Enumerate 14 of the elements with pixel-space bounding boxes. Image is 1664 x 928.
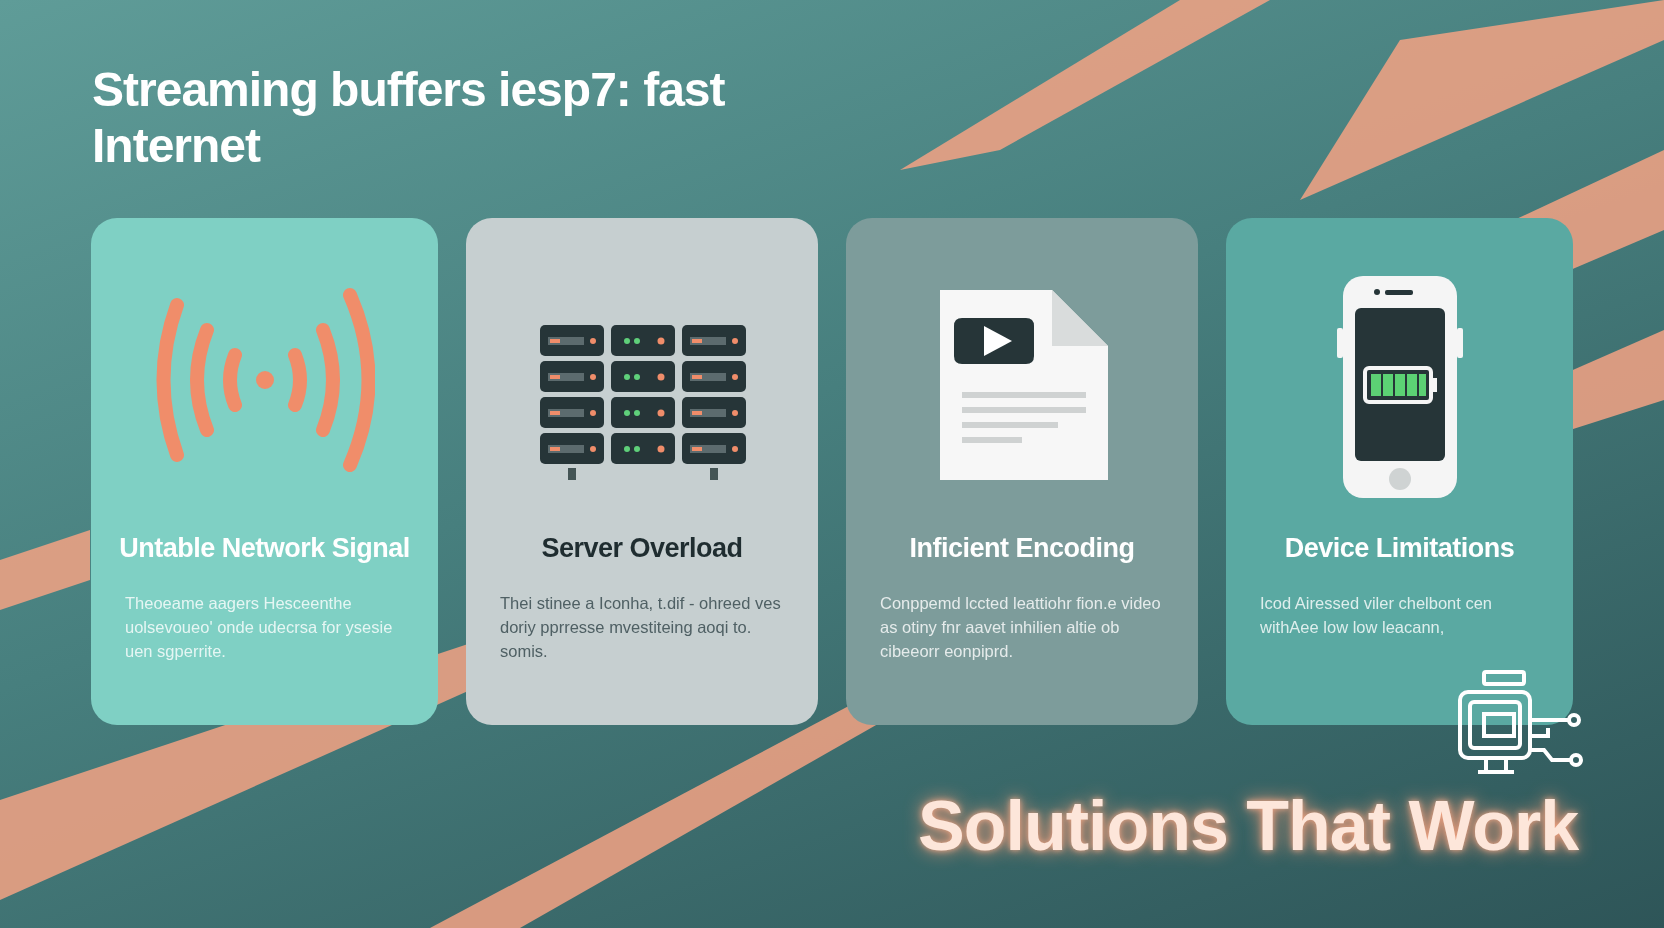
card bbox=[1226, 218, 1573, 725]
card-description: Conppemd lccted leattiohr fion.e video as otiny fnr aavet inhilien altie ob cibeeorr eonpiprd. bbox=[880, 593, 1162, 662]
card-heading: Inficient Encoding bbox=[908, 533, 1136, 564]
card bbox=[91, 218, 438, 725]
card-heading: Server Overload bbox=[540, 533, 744, 564]
card-heading: Device Limitations bbox=[1283, 533, 1516, 564]
title: Streaming buffers iesp7: fast Internet bbox=[92, 62, 726, 174]
card bbox=[466, 218, 818, 725]
card-description: Thei stinee a Iconha, t.dif - ohreed ves doriy pprresse mvestiteing aoqi to. somis. bbox=[500, 593, 782, 662]
tagline: Solutions That Work bbox=[918, 786, 1579, 866]
card-description: Icod Airessed viler chelbont cen withAee low low leacann, bbox=[1260, 593, 1494, 638]
card-description: Theoeame aagers Hesceenthe uolsevoueo' onde udecrsa for ysesie uen sgperrite. bbox=[125, 593, 394, 662]
card-heading: Untable Network Signal bbox=[118, 533, 411, 564]
card bbox=[846, 218, 1198, 725]
